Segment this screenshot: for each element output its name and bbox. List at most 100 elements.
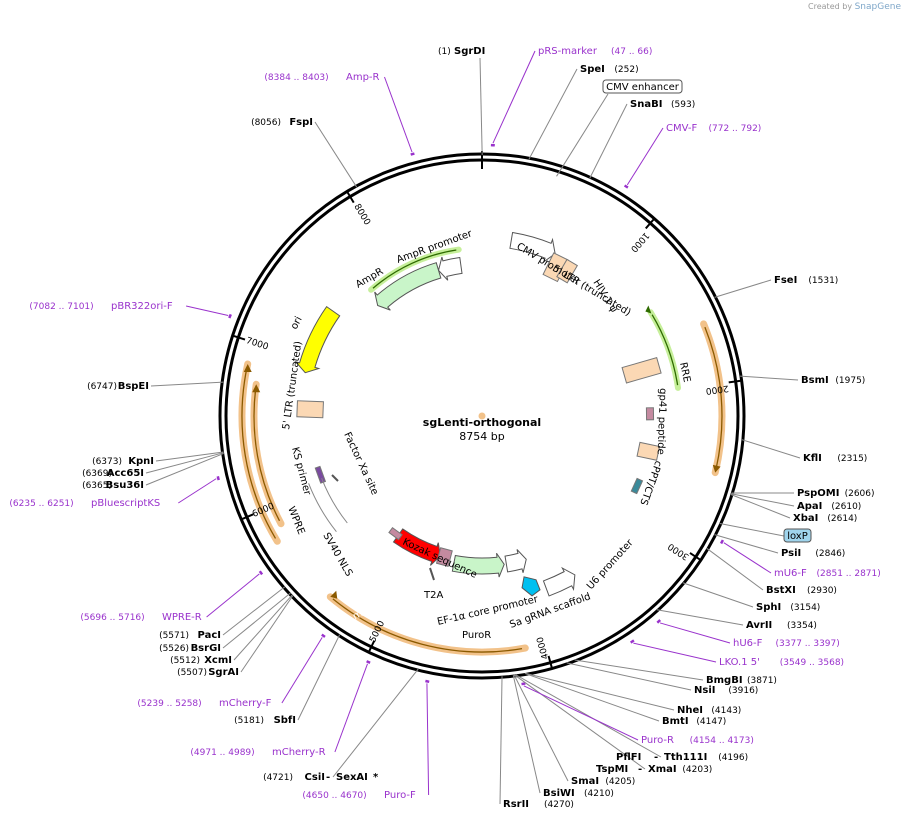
site-pos-paci: (5571) (159, 631, 189, 641)
site-kpni: KpnI(6373) (92, 456, 154, 467)
primer-name-lko-1-5: LKO.1 5' (719, 657, 760, 668)
site-name-sgrai: SgrAI (208, 667, 239, 678)
site-leader-nhei (525, 672, 675, 711)
site-name-tth111i: Tth111I (664, 752, 707, 763)
primer-mark-puro-r (521, 682, 526, 686)
site-leader-fspi (314, 121, 358, 188)
primer-mcherry-r: (4971 .. 4989)mCherry-R (190, 747, 325, 758)
feature-ori (294, 305, 341, 374)
plasmid-name: sgLenti-orthogonal (423, 416, 541, 429)
credit-brand: SnapGene (854, 2, 901, 12)
site-pos-csii: (4721) (263, 773, 293, 783)
site-pos-psii: (2846) (815, 549, 845, 559)
primer-leader-puro-f (426, 683, 430, 796)
site-name-bsiwi: BsiWI (543, 788, 575, 799)
site-pos-sbfi: (5181) (234, 716, 264, 726)
feature-hiv-psi (556, 258, 579, 284)
primer-range-pbr322ori-f: (7082 .. 7101) (29, 302, 93, 312)
site-name-sgrdi: SgrDI (454, 46, 485, 57)
orf-bottom-long-head (330, 590, 338, 599)
feature-label-ampr: AmpR (354, 266, 385, 290)
primer-leader-mcherry-r (334, 663, 368, 753)
orf-right-head (712, 464, 721, 473)
site-leader-sexai (332, 668, 419, 778)
site-sgrai: SgrAI(5507) (177, 667, 239, 678)
primer-range-mcherry-f: (5239 .. 5258) (137, 699, 201, 709)
site-xbai: XbaI (2614) (793, 513, 857, 524)
primer-range-lko-1-5: (3549 .. 3568) (780, 658, 844, 668)
site-pos-fspi: (8056) (251, 118, 281, 128)
site-name-smai: SmaI (571, 776, 599, 787)
site-pos-xbai: (2614) (827, 514, 857, 524)
primer-leader-prs-marker (492, 50, 536, 144)
site-leader-sgrai (240, 595, 294, 673)
site-name-bspei: BspEI (118, 381, 149, 392)
site-leader-xbai (730, 494, 791, 519)
site-name-bstxi: BstXI (766, 585, 796, 596)
site-bsu36i: Bsu36I(6365) (82, 480, 144, 491)
feature-label-u6: U6 promoter (585, 537, 636, 592)
site-name-sbfi: SbfI (274, 715, 296, 726)
tick-6000 (239, 513, 254, 521)
feature-label-gp41: gp41 peptide (655, 388, 668, 455)
site-pspomi: PspOMI(2606) (797, 488, 875, 499)
tick-label-3000: 3000 (666, 540, 691, 561)
site-pos-xcmi: (5512) (170, 656, 200, 666)
feature-cmv-promoter (509, 231, 556, 264)
primer-lko-1-5: LKO.1 5' (3549 .. 3568) (719, 657, 844, 668)
site-leader-sphi (682, 582, 754, 608)
feature-label-puror: PuroR (462, 630, 491, 641)
primer-mark-mcherry-r (366, 660, 371, 664)
site-bstxi: BstXI(2930) (766, 585, 837, 596)
site-name-avrii: AvrII (746, 620, 772, 631)
feature-ampr-promoter (437, 256, 463, 281)
site-name-psii: PsiI (781, 548, 801, 559)
primer-range-prs-marker: (47 .. 66) (611, 47, 652, 57)
site-pos-nhei: (4143) (711, 706, 741, 716)
feature-sv40-mark (388, 526, 403, 541)
site-smai: SmaI(4205) (571, 776, 635, 787)
feature-label-mcherry: mCherry (351, 591, 394, 622)
feature-kozak-mark (429, 567, 435, 581)
site-name-paci: PacI (198, 630, 221, 641)
primer-amp-r: (8384 .. 8403)Amp-R (264, 72, 379, 83)
site-csii: CsiI (4721) (263, 772, 325, 783)
site-name-csii: CsiI (305, 772, 325, 783)
primer-leader-pbr322ori-f (185, 305, 229, 316)
feature-label-wpre: WPRE (285, 505, 306, 536)
site-name-kpni: KpnI (128, 456, 154, 467)
site-name-xbai: XbaI (793, 513, 818, 524)
site-dash-xmai: - (638, 764, 642, 775)
site-pos-nsii: (3916) (728, 686, 758, 696)
site-name-rsrii: RsrII (503, 799, 529, 810)
primer-mu6-f: mU6-F(2851 .. 2871) (774, 568, 881, 579)
site-pos-bmgbi: (3871) (747, 676, 777, 686)
primer-mark-mcherry-f (321, 633, 326, 638)
site-fspi: FspI(8056) (251, 117, 313, 128)
site-pos-pspomi: (2606) (845, 489, 875, 499)
site-name-tspmi: TspMI (596, 764, 628, 775)
site-name-bmgbi: BmgBI (706, 675, 743, 686)
primer-leader-lko-1-5 (633, 642, 717, 663)
primer-mark-mu6-f (719, 539, 725, 545)
site-leader-paci (222, 586, 286, 636)
site-sgrdi: (1)SgrDI (438, 46, 485, 57)
primer-mark-pbluescriptks (216, 476, 220, 481)
site-psii: PsiI (2846) (781, 548, 845, 559)
tick-label-1000: 1000 (628, 230, 651, 254)
primer-leader-wpre-r (206, 573, 260, 618)
site-name-bsu36i: Bsu36I (106, 480, 144, 491)
site-xcmi: XcmI(5512) (170, 655, 232, 666)
site-leader-sbfi (297, 634, 341, 721)
primer-name-amp-r: Amp-R (346, 72, 380, 83)
site-name-xmai: XmaI (648, 764, 677, 775)
primer-range-puro-f: (4650 .. 4670) (302, 791, 366, 801)
feature-gp41 (645, 407, 655, 421)
feature-wpre (308, 478, 348, 533)
primer-mark-lko-1-5 (629, 639, 635, 644)
site-leader-apai (731, 493, 795, 507)
primer-name-mcherry-f: mCherry-F (219, 698, 272, 709)
primer-name-hu6-f: hU6-F (733, 638, 763, 649)
orf-left-outer-line (241, 367, 277, 539)
site-xmai: XmaI(4203) (648, 764, 712, 775)
